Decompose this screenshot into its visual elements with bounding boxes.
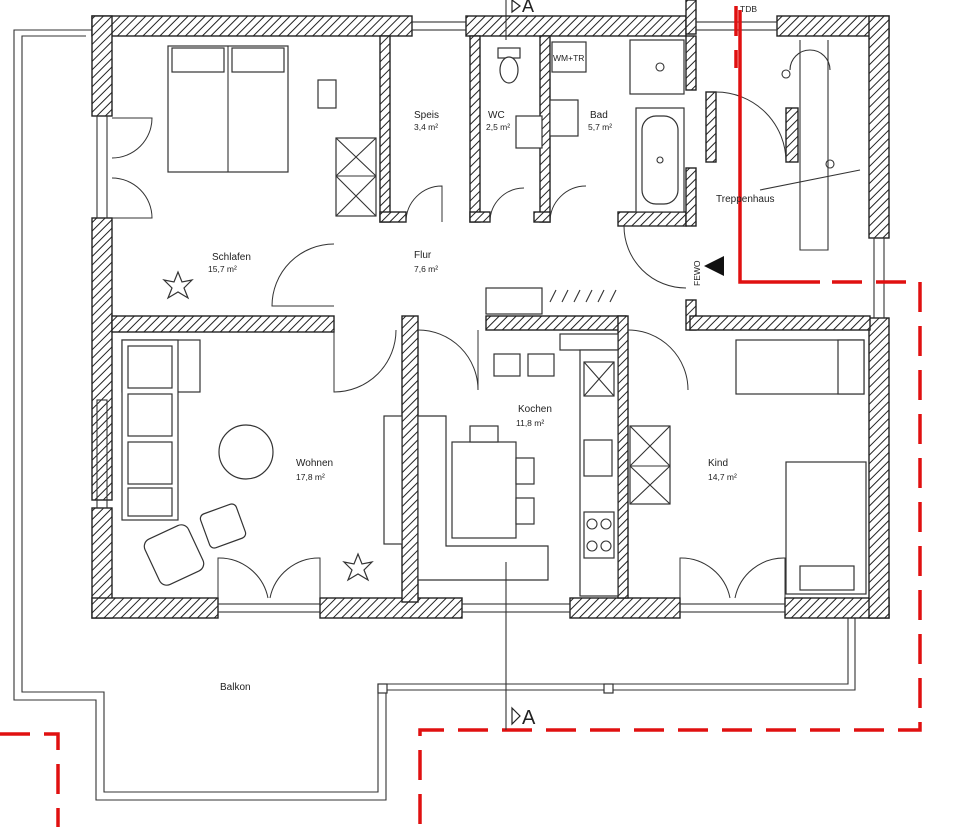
room-name-kochen: Kochen (518, 404, 552, 415)
room-name-schlafen: Schlafen (212, 252, 251, 263)
label-tdb: TDB (740, 4, 757, 14)
door-swings (111, 91, 787, 599)
room-name-flur: Flur (414, 250, 432, 261)
armchair (143, 524, 205, 586)
kitchen-counter (579, 349, 619, 597)
balcony-outline (13, 29, 856, 801)
nightstand (317, 79, 337, 109)
property-boundary (0, 6, 922, 827)
kitchen-counter-island (417, 415, 549, 581)
staircase (759, 40, 861, 251)
wardrobe-kid (629, 425, 671, 505)
room-name-wc: WC (488, 110, 505, 121)
section-mark-top: A (505, 0, 534, 40)
room-area-bad: 5,7 m² (588, 122, 612, 132)
interior-walls (111, 35, 871, 603)
room-area-kind: 14,7 m² (708, 472, 737, 482)
apartment-entry-marker: FEWO (692, 256, 724, 286)
wc-toilet (497, 47, 521, 84)
room-area-schlafen: 15,7 m² (208, 264, 237, 274)
bed-single (785, 461, 867, 595)
room-name-bad: Bad (590, 110, 608, 121)
tv-sideboard (383, 415, 403, 545)
bed-double (167, 45, 289, 173)
svg-text:A: A (522, 707, 536, 729)
section-mark-bottom: A (505, 562, 536, 730)
plant-living-icon (342, 552, 374, 582)
desk-shelf (837, 339, 865, 395)
room-name-balkon: Balkon (220, 682, 251, 693)
room-area-flur: 7,6 m² (414, 264, 438, 274)
washer-dryer (551, 41, 587, 73)
wc-sink (515, 115, 543, 149)
plant-bedroom-icon (162, 270, 194, 300)
wardrobe-bedroom (335, 137, 377, 217)
bath-sink (549, 99, 579, 137)
shower-tray (629, 39, 685, 95)
room-area-wc: 2,5 m² (486, 122, 510, 132)
kitchen-bar-stools (493, 333, 619, 377)
hall-coat-rack (549, 289, 617, 303)
svg-text:A: A (522, 0, 534, 16)
room-labels: Schlafen 15,7 m² Speis 3,4 m² WC 2,5 m² … (208, 4, 775, 693)
bathtub (635, 107, 685, 213)
room-area-wohnen: 17,8 m² (296, 472, 325, 482)
room-name-treppenhaus: Treppenhaus (716, 194, 775, 205)
footstool (199, 503, 247, 549)
room-area-kochen: 11,8 m² (516, 418, 544, 428)
room-name-wohnen: Wohnen (296, 458, 333, 469)
room-name-kind: Kind (708, 458, 728, 469)
room-name-speis: Speis (414, 110, 439, 121)
sofa-corner (121, 339, 201, 521)
windows (96, 21, 885, 613)
svg-text:FEWO: FEWO (692, 260, 702, 286)
dining-table (451, 425, 535, 539)
appliance-label-wmtr: WM+TR (553, 53, 584, 63)
room-area-speis: 3,4 m² (414, 122, 438, 132)
coffee-table (218, 424, 274, 480)
hall-shoe-cabinet (485, 287, 543, 315)
